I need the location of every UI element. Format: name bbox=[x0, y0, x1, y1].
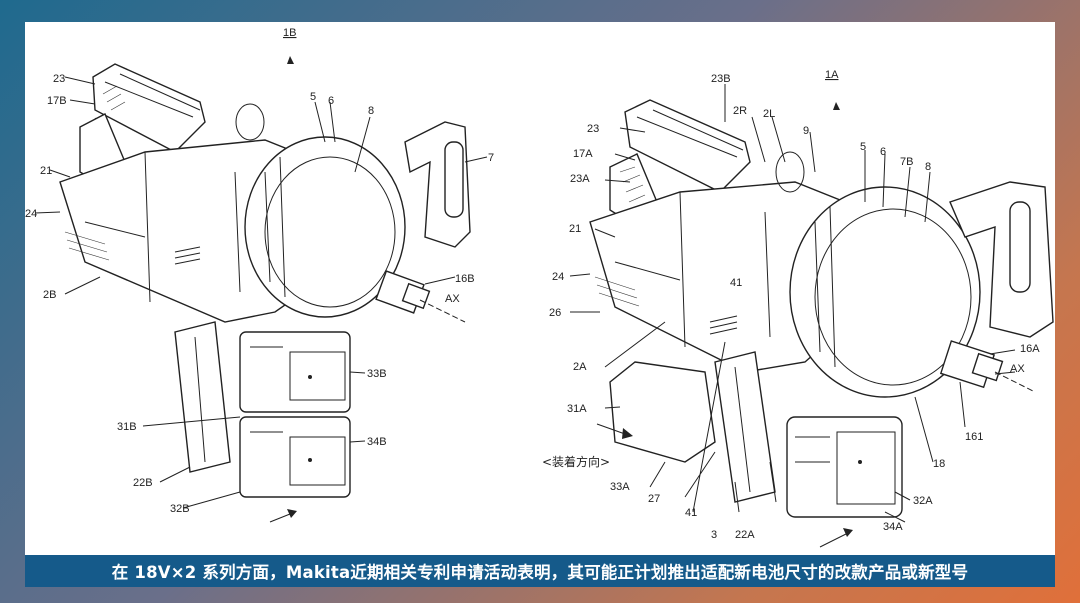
label-34b: 34B bbox=[367, 436, 387, 448]
label-24: 24 bbox=[25, 208, 37, 220]
label-41-upper: 41 bbox=[730, 277, 742, 289]
label-23: 23 bbox=[587, 123, 599, 135]
label-161: 161 bbox=[965, 431, 983, 443]
label-23a: 23A bbox=[570, 173, 590, 185]
label-32a: 32A bbox=[913, 495, 933, 507]
label-33a: 33A bbox=[610, 481, 630, 493]
arrow-icon bbox=[287, 56, 294, 64]
label-31a: 31A bbox=[567, 403, 587, 415]
label-8: 8 bbox=[925, 161, 931, 173]
label-ax: AX bbox=[1010, 363, 1025, 375]
label-2r: 2R bbox=[733, 105, 747, 117]
label-21: 21 bbox=[40, 165, 52, 177]
mount-direction-label: <装着方向> bbox=[542, 454, 610, 469]
label-6: 6 bbox=[880, 146, 886, 158]
label-7b: 7B bbox=[900, 156, 913, 168]
label-33b: 33B bbox=[367, 368, 387, 380]
label-2b: 2B bbox=[43, 289, 56, 301]
label-2l: 2L bbox=[763, 108, 775, 120]
label-3: 3 bbox=[711, 529, 717, 541]
label-16b: 16B bbox=[455, 273, 475, 285]
label-22b: 22B bbox=[133, 477, 153, 489]
label-ax: AX bbox=[445, 293, 460, 305]
label-2a: 2A bbox=[573, 361, 587, 373]
label-22a: 22A bbox=[735, 529, 755, 541]
figure-1b-title: 1B bbox=[283, 27, 296, 39]
label-41-lower: 41 bbox=[685, 507, 697, 519]
label-24: 24 bbox=[552, 271, 564, 283]
label-18: 18 bbox=[933, 458, 945, 470]
patent-drawing-sheet: 1B 23 17B 21 24 2B 5 6 8 7 16B AX 33B 31… bbox=[25, 22, 1055, 558]
label-26: 26 bbox=[549, 307, 561, 319]
caption-bar: 在 18V×2 系列方面，Makita近期相关专利申请活动表明，其可能正计划推出… bbox=[25, 555, 1055, 587]
label-7: 7 bbox=[488, 152, 494, 164]
label-23b: 23B bbox=[711, 73, 731, 85]
label-34a: 34A bbox=[883, 521, 903, 533]
figure-1b-drawing bbox=[34, 63, 488, 523]
label-31b: 31B bbox=[117, 421, 137, 433]
patent-drawings: 1B 23 17B 21 24 2B 5 6 8 7 16B AX 33B 31… bbox=[25, 27, 1054, 548]
label-17a: 17A bbox=[573, 148, 593, 160]
label-5: 5 bbox=[860, 141, 866, 153]
figure-1a-title: 1A bbox=[825, 69, 839, 81]
figure-1a-drawing bbox=[569, 84, 1054, 548]
label-16a: 16A bbox=[1020, 343, 1040, 355]
label-23: 23 bbox=[53, 73, 65, 85]
label-32b: 32B bbox=[170, 503, 190, 515]
label-5: 5 bbox=[310, 91, 316, 103]
label-9: 9 bbox=[803, 125, 809, 137]
label-27: 27 bbox=[648, 493, 660, 505]
label-17b: 17B bbox=[47, 95, 67, 107]
arrow-icon bbox=[833, 102, 840, 110]
label-21: 21 bbox=[569, 223, 581, 235]
label-6: 6 bbox=[328, 95, 334, 107]
label-8: 8 bbox=[368, 105, 374, 117]
